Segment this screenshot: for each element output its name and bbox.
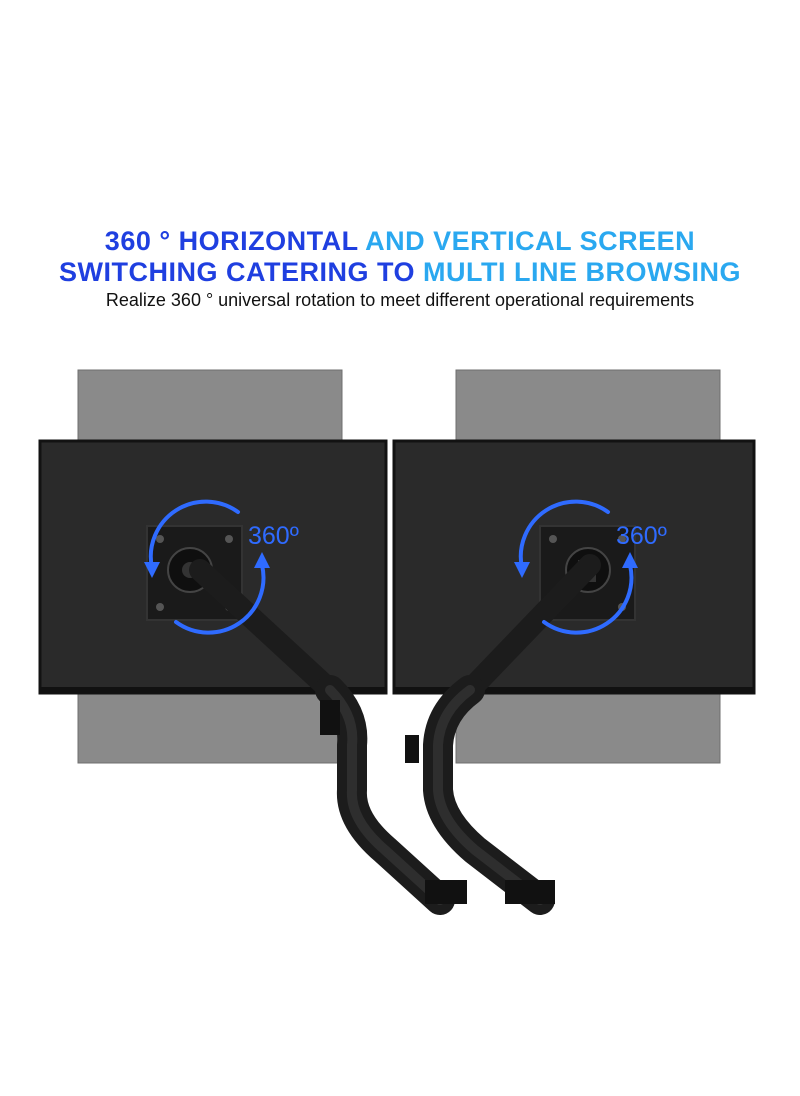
right-arm (405, 554, 601, 915)
right-monitor-bezel (394, 687, 754, 693)
left-monitor-bezel (40, 687, 386, 693)
headline-line-2: SWITCHING CATERING TO MULTI LINE BROWSIN… (0, 255, 800, 289)
left-arm (189, 559, 467, 915)
headline-line-2-dark: SWITCHING CATERING TO (59, 257, 423, 287)
subheadline: Realize 360 ° universal rotation to meet… (105, 290, 695, 310)
right-rotation-arrow-icon (514, 499, 638, 635)
right-rotation-label: 360º (616, 522, 667, 550)
headline-line-2-light: MULTI LINE BROWSING (423, 257, 741, 287)
left-rotation-arrow-icon (144, 499, 270, 635)
headline-line-1: 360 ° HORIZONTAL AND VERTICAL SCREEN (0, 224, 800, 258)
left-rotation-label: 360º (248, 522, 299, 550)
headline-line-1-dark: 360 ° HORIZONTAL (104, 226, 366, 256)
headline-line-1-light: AND VERTICAL SCREEN (365, 226, 696, 256)
